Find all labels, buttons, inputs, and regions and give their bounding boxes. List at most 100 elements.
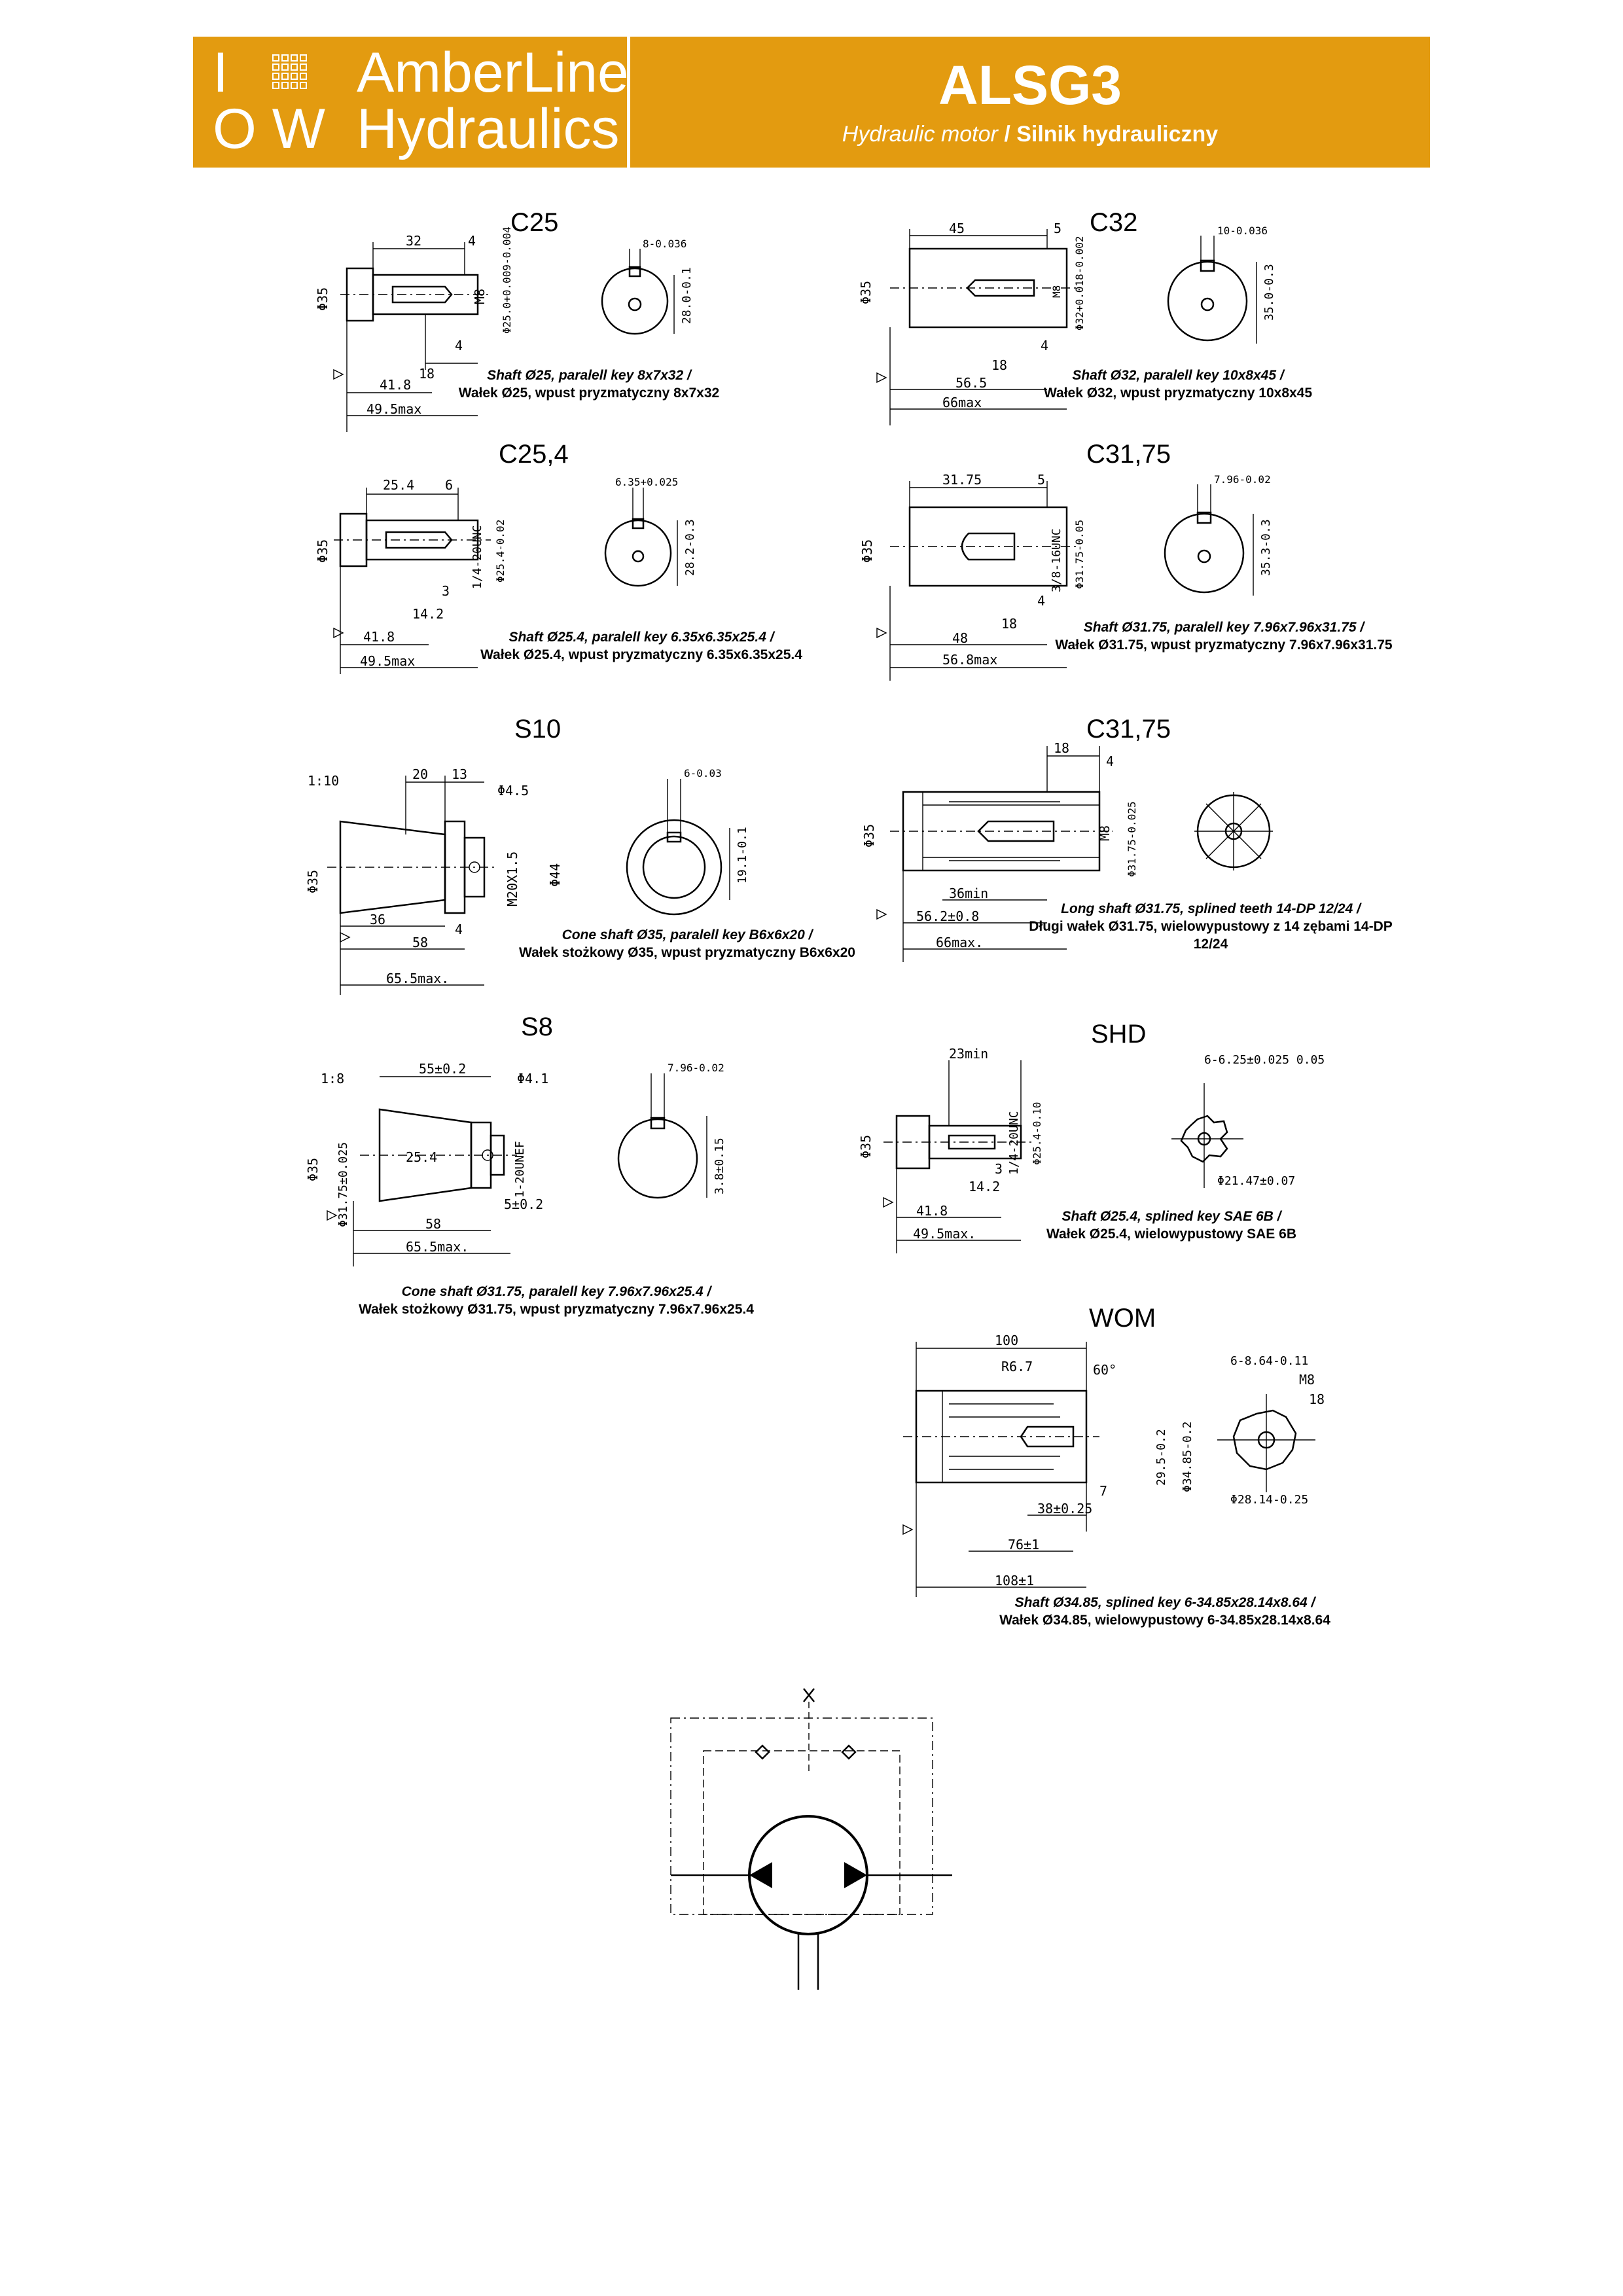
dim-c32-dia: Φ35 bbox=[858, 281, 874, 304]
dim-s10-a: 20 bbox=[412, 766, 428, 782]
dim-c32-thread: M8 bbox=[1050, 285, 1063, 298]
caption-c31-75-pl: Wałek Ø31.75, wpust pryzmatyczny 7.96x7.… bbox=[1055, 637, 1393, 653]
model-subtitle: Hydraulic motor / Silnik hydrauliczny bbox=[630, 122, 1430, 147]
caption-c31-75-en: Shaft Ø31.75, paralell key 7.96x7.96x31.… bbox=[1083, 620, 1364, 635]
dim-c32-a: 45 bbox=[949, 221, 965, 236]
caption-c31-75: Shaft Ø31.75, paralell key 7.96x7.96x31.… bbox=[1021, 619, 1427, 654]
dim-wom-inner: 29.5-0.2 bbox=[1154, 1429, 1168, 1486]
dim-c31-75-f: 56.8max bbox=[942, 652, 997, 668]
dim-s8-b: 5±0.2 bbox=[504, 1196, 543, 1212]
dim-s8-thread: 1-20UNEF bbox=[513, 1141, 527, 1198]
dim-c25-c: 18 bbox=[419, 366, 435, 382]
dim-s8-e: 58 bbox=[425, 1216, 441, 1232]
dim-s10-hole: Φ4.5 bbox=[497, 783, 529, 798]
dim-c25-f: 49.5max bbox=[366, 401, 421, 417]
section-title-c31-75-spline: C31,75 bbox=[1086, 715, 1171, 744]
dim-shd-thread: 1/4-20UNC bbox=[1007, 1111, 1021, 1175]
dim-shd-e: 41.8 bbox=[916, 1203, 948, 1219]
dim-s8-dia: Φ35 bbox=[305, 1158, 321, 1181]
dim-c25-4-b: 6 bbox=[445, 477, 453, 493]
caption-s8: Cone shaft Ø31.75, paralell key 7.96x7.9… bbox=[340, 1283, 772, 1318]
dim-shd-dia: Φ35 bbox=[858, 1135, 874, 1158]
dim-c25-4-key: 6.35+0.025 bbox=[615, 476, 678, 488]
dim-shd-a: 23min bbox=[949, 1046, 988, 1062]
dim-shd-f: 49.5max. bbox=[913, 1226, 976, 1242]
caption-c25-4-en: Shaft Ø25.4, paralell key 6.35x6.35x25.4… bbox=[508, 630, 774, 645]
dim-s10-depth: 19.1-0.1 bbox=[736, 827, 749, 884]
dim-c25-shaft: Φ25.0+0.009-0.004 bbox=[501, 226, 513, 334]
dim-c31-75-e: 48 bbox=[952, 630, 968, 646]
subtitle-sep: / bbox=[997, 122, 1017, 147]
section-title-c25-4: C25,4 bbox=[499, 440, 569, 469]
logo-text-left-1: I bbox=[213, 41, 228, 104]
spline-hub-icon bbox=[1171, 1083, 1243, 1188]
section-title-wom: WOM bbox=[1089, 1304, 1156, 1333]
dim-c25-thread: M8 bbox=[472, 289, 488, 304]
dim-s10-taper: 1:10 bbox=[308, 773, 339, 789]
dim-wom-angle: 60° bbox=[1093, 1362, 1116, 1378]
dim-c31-75s-a: 18 bbox=[1054, 740, 1069, 756]
subtitle-en: Hydraulic motor bbox=[842, 122, 998, 147]
header-banner: I O W AmberLine Hydraulics ALSG3 Hydraul… bbox=[193, 37, 1430, 168]
dim-c25-4-e: 41.8 bbox=[363, 629, 395, 645]
dim-c31-75-shaft: Φ31.75-0.05 bbox=[1073, 520, 1086, 589]
dim-shd-c: 3 bbox=[995, 1161, 1003, 1177]
drawing-s10: 1:10 20 13 Φ4.5 M20X1.5 Φ44 Φ35 36 4 58 … bbox=[305, 766, 749, 995]
caption-c25-4-pl: Wałek Ø25.4, wpust pryzmatyczny 6.35x6.3… bbox=[480, 647, 802, 662]
section-title-c32: C32 bbox=[1090, 208, 1138, 237]
dim-c25-4-d: 3 bbox=[442, 583, 450, 599]
dim-s10-dia44: Φ44 bbox=[547, 863, 563, 887]
drawing-shd: 23min Φ35 1/4-20UNC Φ25.4-0.10 3 14.2 41… bbox=[858, 1046, 1325, 1253]
dim-s8-a: 55±0.2 bbox=[419, 1061, 466, 1077]
dim-c32-shaft: Φ32+0.018-0.002 bbox=[1073, 236, 1086, 331]
dim-wom-thread: M8 bbox=[1299, 1372, 1315, 1388]
dim-shd-d: 14.2 bbox=[969, 1179, 1000, 1194]
dim-wom-r: R6.7 bbox=[1001, 1359, 1033, 1374]
dim-c25-4-dia: Φ35 bbox=[315, 539, 330, 563]
dim-c32-e: 56.5 bbox=[955, 375, 987, 391]
dim-c25-depth: 28.0-0.1 bbox=[680, 267, 694, 324]
dim-shd-shaft: Φ25.4-0.10 bbox=[1031, 1102, 1043, 1165]
dim-c31-75-dia: Φ35 bbox=[859, 539, 875, 563]
caption-c31-75s-en: Long shaft Ø31.75, splined teeth 14-DP 1… bbox=[1061, 901, 1361, 916]
hydraulic-motor-symbol bbox=[670, 1688, 952, 1990]
dim-c31-75-depth: 35.3-0.3 bbox=[1259, 519, 1273, 576]
caption-wom: Shaft Ø34.85, splined key 6-34.85x28.14x… bbox=[969, 1594, 1361, 1629]
caption-c25-4: Shaft Ø25.4, paralell key 6.35x6.35x25.4… bbox=[458, 628, 825, 664]
spline-6-icon bbox=[1217, 1394, 1315, 1492]
subtitle-pl: Silnik hydrauliczny bbox=[1016, 122, 1219, 147]
dim-s8-cone: 25.4 bbox=[406, 1149, 437, 1165]
dim-s10-d: 4 bbox=[455, 922, 463, 937]
model-title: ALSG3 bbox=[938, 54, 1122, 116]
caption-shd-en: Shaft Ø25.4, splined key SAE 6B / bbox=[1061, 1209, 1281, 1224]
caption-c32: Shaft Ø32, paralell key 10x8x45 / Wałek … bbox=[1001, 367, 1355, 402]
section-title-c31-75: C31,75 bbox=[1086, 440, 1171, 469]
dim-c31-75s-f: 66max. bbox=[936, 935, 983, 950]
dim-c25-a: 32 bbox=[406, 233, 421, 249]
dim-c32-depth: 35.0-0.3 bbox=[1262, 264, 1276, 321]
caption-c25-en: Shaft Ø25, paralell key 8x7x32 / bbox=[487, 368, 691, 383]
dim-c25-4-depth: 28.2-0.3 bbox=[683, 519, 697, 576]
dim-c31-75s-e: 56.2±0.8 bbox=[916, 908, 979, 924]
dim-wom-a: 100 bbox=[995, 1333, 1018, 1348]
dim-s8-f: 65.5max. bbox=[406, 1239, 469, 1255]
caption-s8-en: Cone shaft Ø31.75, paralell key 7.96x7.9… bbox=[401, 1284, 711, 1299]
drawing-c31-75-spline: 18 4 Φ35 M8 Φ31.75-0.025 36min 56.2±0.8 … bbox=[861, 740, 1273, 962]
dim-c31-75-thread: 3/8-16UNC bbox=[1050, 528, 1063, 592]
logo-text-left-2: O W bbox=[213, 98, 325, 160]
drawing-c31-75: 31.75 5 18 4 48 56.8max Φ35 3/8-16UNC Φ3… bbox=[859, 472, 1273, 681]
drawing-c25-4: 25.4 6 14.2 3 41.8 49.5max Φ35 1/4-20UNC… bbox=[315, 476, 697, 674]
dim-s8-taper: 1:8 bbox=[321, 1071, 344, 1086]
dim-wom-depth: 18 bbox=[1309, 1391, 1325, 1407]
dim-c31-75s-shaft: Φ31.75-0.025 bbox=[1126, 801, 1138, 877]
dim-c25-4-c: 14.2 bbox=[412, 606, 444, 622]
dim-c32-d: 4 bbox=[1041, 338, 1048, 353]
dim-wom-e: 108±1 bbox=[995, 1573, 1034, 1588]
section-title-shd: SHD bbox=[1091, 1020, 1147, 1049]
dim-c32-c: 18 bbox=[991, 357, 1007, 373]
drawing-s8: 1:8 55±0.2 Φ4.1 25.4 Φ31.75±0.025 Φ35 1-… bbox=[305, 1061, 726, 1266]
dim-c32-f: 66max bbox=[942, 395, 982, 410]
dim-c25-d: 4 bbox=[455, 338, 463, 353]
dim-s8-shaft: Φ31.75±0.025 bbox=[336, 1142, 350, 1227]
dim-c31-75-key: 7.96-0.02 bbox=[1214, 473, 1271, 486]
